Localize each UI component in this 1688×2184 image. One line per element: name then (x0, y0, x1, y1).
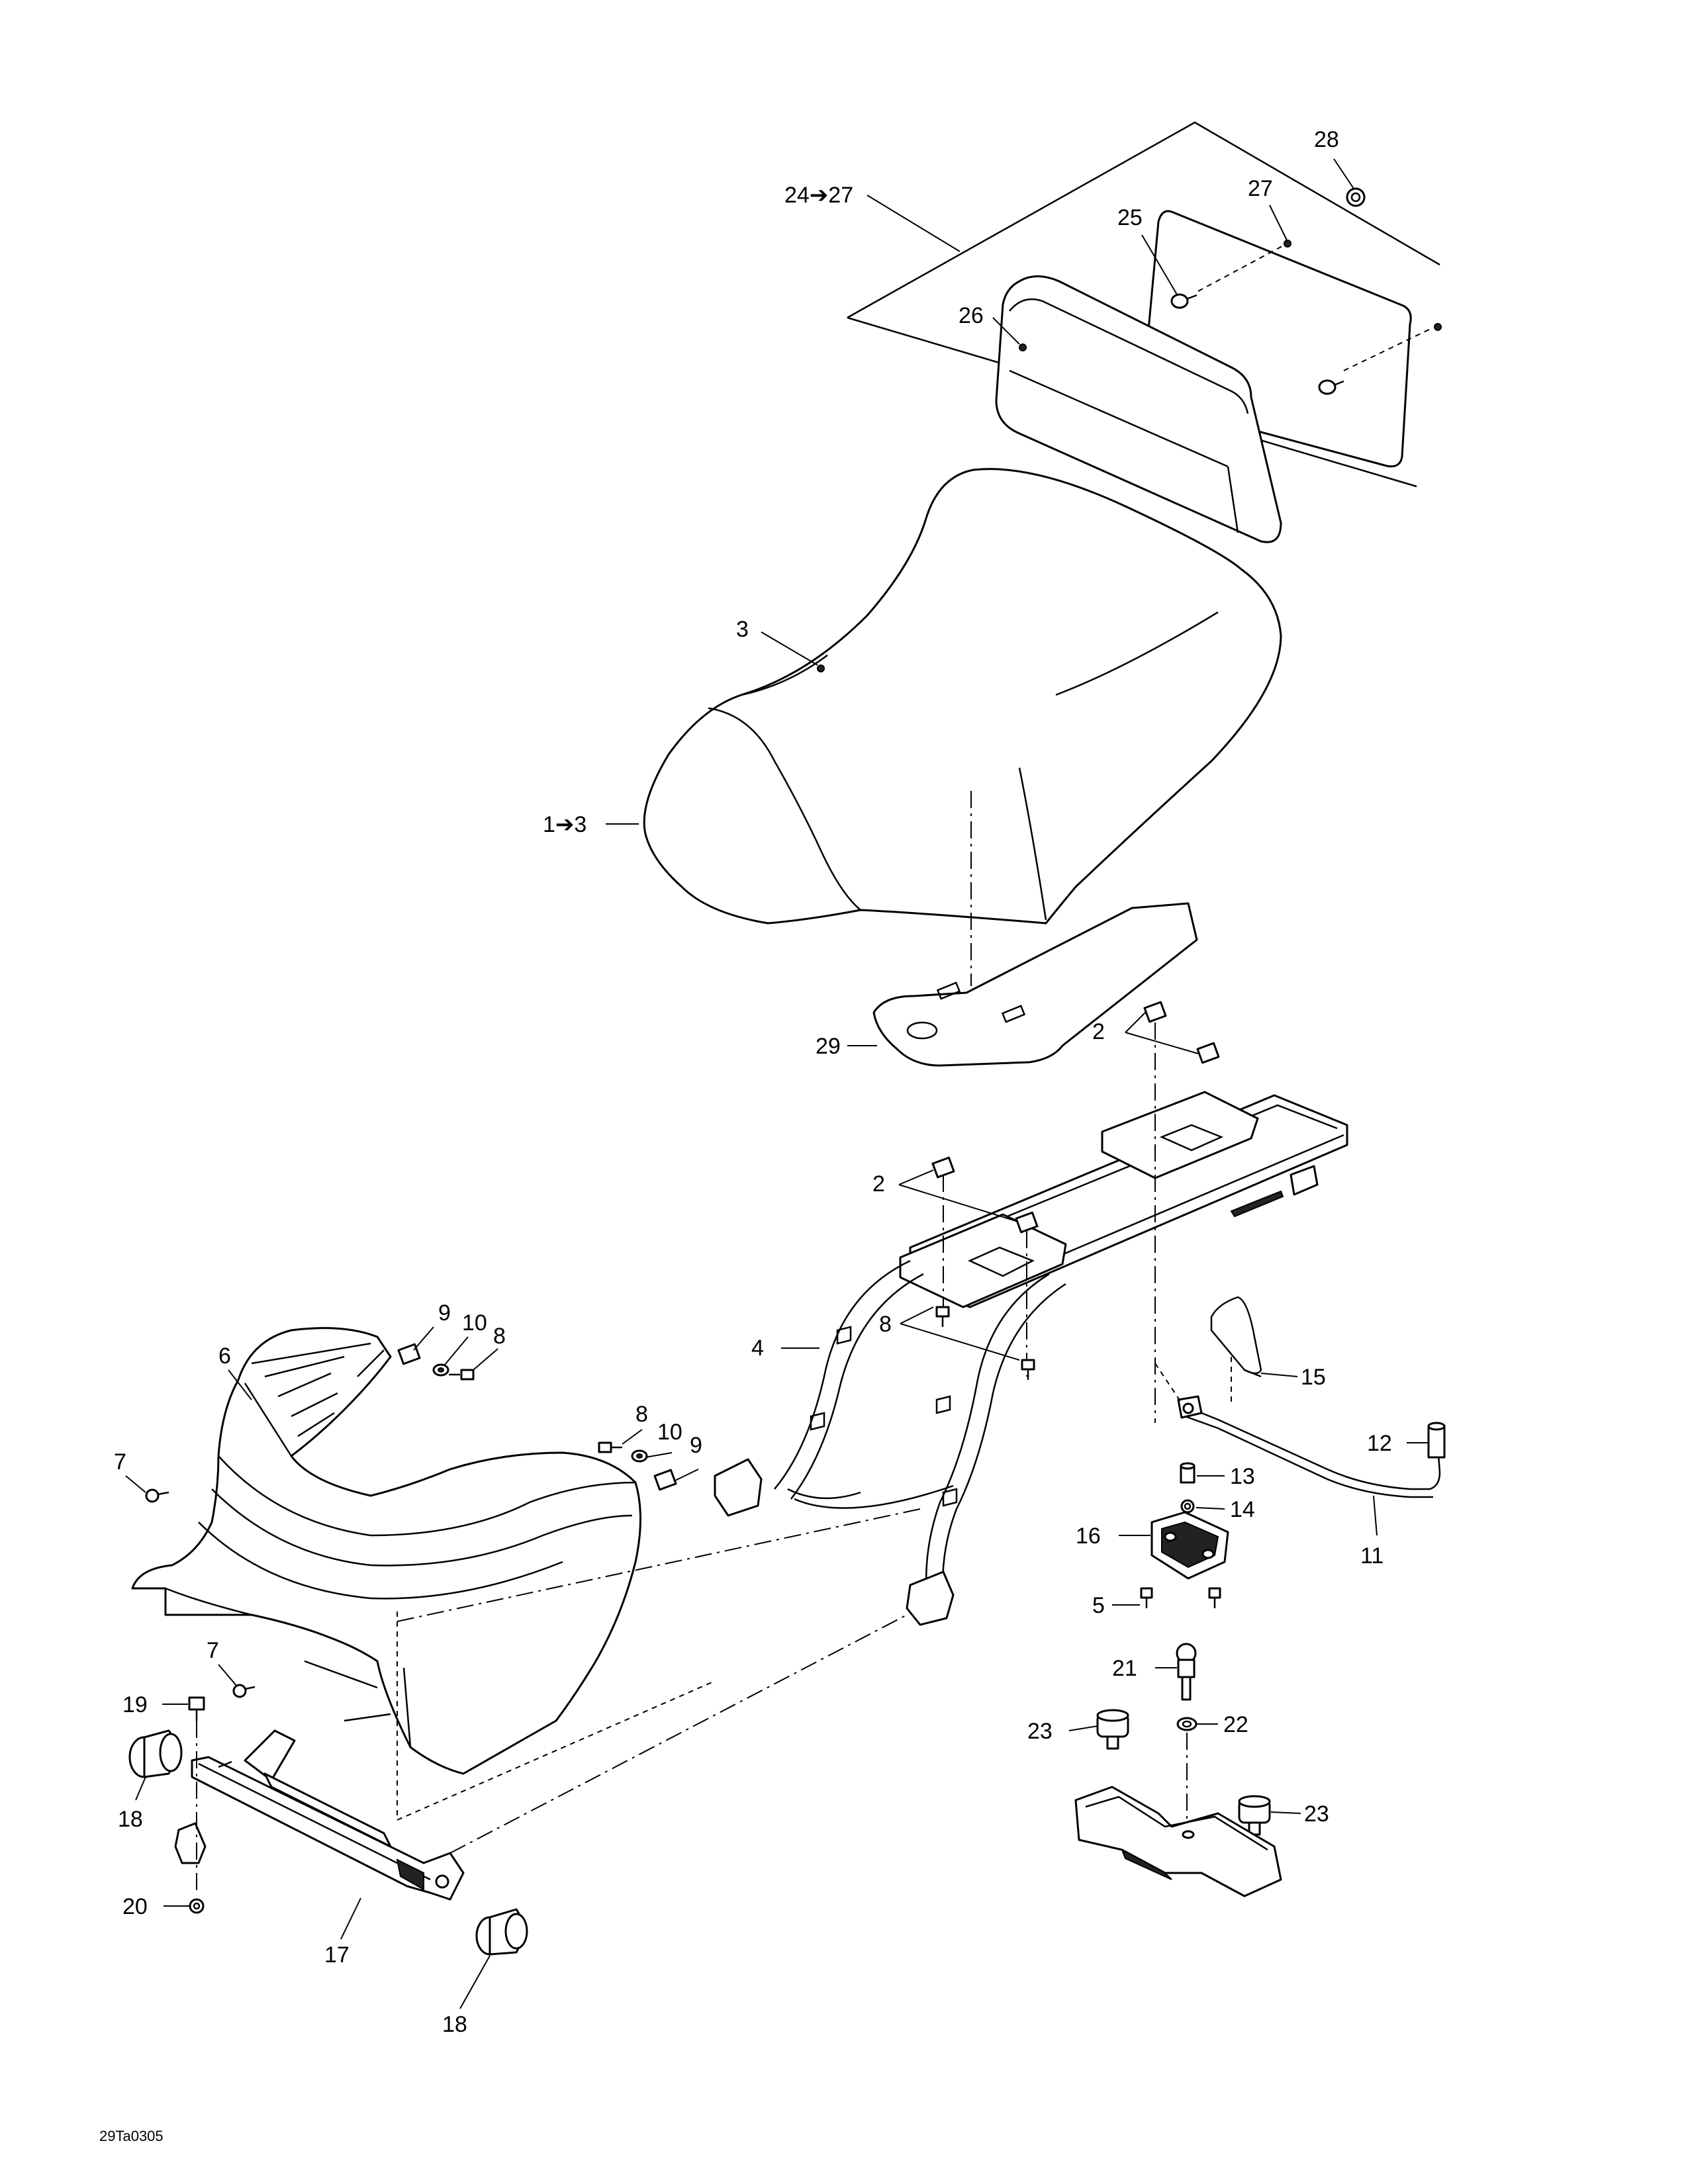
callout-1-3: 1➔3 (543, 812, 586, 837)
cap-12 (1427, 1422, 1446, 1459)
bushing-18-lower (475, 1908, 528, 1956)
bumper-23-right (1238, 1795, 1271, 1836)
callout-10-lower: 10 (657, 1420, 682, 1445)
callout-16: 16 (1076, 1524, 1101, 1549)
leader-lines (125, 158, 1428, 2009)
latch-rod-11 (1154, 1357, 1441, 1498)
hinge-17 (191, 1614, 908, 1901)
nuts-2 (931, 1001, 1220, 1423)
callout-8-frame: 8 (879, 1312, 892, 1337)
nut-22 (1176, 1717, 1197, 1731)
callout-7-lower: 7 (207, 1638, 219, 1663)
callout-7-upper: 7 (114, 1449, 126, 1475)
screws-5 (1140, 1587, 1221, 1608)
bumper-23-left (1096, 1709, 1129, 1750)
callout-26: 26 (959, 303, 984, 328)
callout-9-upper: 9 (438, 1300, 451, 1326)
washer-10-upper (432, 1363, 449, 1377)
callout-15: 15 (1301, 1365, 1326, 1390)
callout-18-upper: 18 (118, 1807, 143, 1832)
callout-21: 21 (1112, 1656, 1137, 1681)
screw-7-upper (145, 1488, 169, 1503)
nut-14 (1180, 1499, 1195, 1514)
callout-22: 22 (1223, 1712, 1248, 1737)
callout-11: 11 (1360, 1543, 1383, 1569)
callout-13: 13 (1230, 1464, 1255, 1489)
spring-clip-15 (1210, 1296, 1262, 1378)
backrest-cushion-26 (995, 275, 1282, 543)
callout-labels: 28 24➔27 27 25 26 3 1➔3 29 2 2 9 10 8 6 … (114, 127, 1392, 2037)
callout-10-upper: 10 (462, 1310, 487, 1336)
screw-25 (1170, 293, 1197, 309)
seat-assembly (643, 468, 1282, 986)
callout-3: 3 (736, 617, 749, 642)
callout-9-lower: 9 (690, 1433, 702, 1458)
callout-14: 14 (1230, 1497, 1255, 1522)
callout-2-upper: 2 (1092, 1019, 1105, 1044)
callout-24-27: 24➔27 (784, 183, 853, 208)
callout-8-upper: 8 (493, 1324, 506, 1349)
screw-7-lower (232, 1684, 256, 1698)
callout-23-right: 23 (1304, 1801, 1329, 1827)
callout-2-lower: 2 (872, 1171, 885, 1197)
callout-5: 5 (1092, 1593, 1105, 1618)
callout-18-lower: 18 (442, 2012, 467, 2037)
clip-9-lower (653, 1469, 677, 1491)
callout-29: 29 (816, 1034, 841, 1059)
callout-19: 19 (122, 1692, 148, 1717)
screw-8-lower (598, 1441, 622, 1453)
callout-6: 6 (218, 1343, 231, 1369)
washer-27-lower (1434, 323, 1442, 331)
callout-4: 4 (751, 1336, 764, 1361)
bushing-18-upper (128, 1729, 183, 1778)
callout-17: 17 (324, 1942, 350, 1968)
screws-8-frame (935, 1306, 1035, 1380)
callout-20: 20 (122, 1894, 148, 1919)
callout-12: 12 (1367, 1431, 1392, 1456)
callout-25: 25 (1117, 205, 1143, 230)
bolt-19 (188, 1696, 205, 1721)
latch-plate-16 (1150, 1511, 1229, 1580)
seat-frame-4 (714, 1091, 1348, 1626)
callout-28: 28 (1314, 127, 1339, 152)
nut-28 (1346, 187, 1366, 207)
bushing-13 (1180, 1462, 1196, 1484)
front-cover-6 (131, 1327, 921, 1821)
washer-10-lower (631, 1449, 648, 1463)
screw-8-upper (449, 1369, 475, 1381)
callout-8-middle: 8 (635, 1402, 648, 1427)
striker-21 (1176, 1643, 1197, 1701)
bracket-piece (174, 1822, 207, 1864)
callout-23-left: 23 (1027, 1719, 1053, 1744)
callout-27: 27 (1248, 176, 1273, 201)
drawing-reference-code: 29Ta0305 (99, 2128, 164, 2144)
screw-25-lower (1318, 379, 1344, 395)
seat-pad-29 (872, 902, 1198, 1067)
striker-bracket (1074, 1786, 1282, 1897)
nut-20 (189, 1898, 205, 1914)
